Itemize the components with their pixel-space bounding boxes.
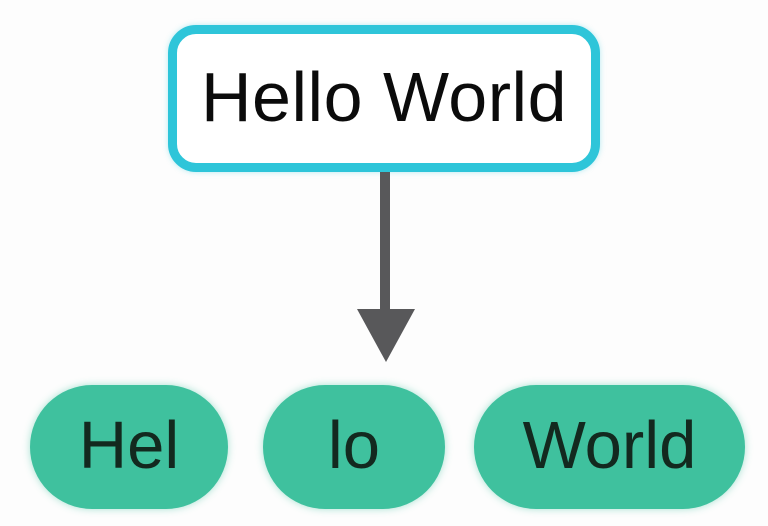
root-node-hello-world: Hello World (168, 25, 600, 172)
root-node-label: Hello World (201, 57, 567, 136)
child-node-label: World (522, 407, 697, 483)
child-node-hel: Hel (30, 385, 228, 509)
child-node-lo: lo (263, 385, 445, 509)
arrow-down-stem (380, 172, 390, 312)
child-node-label: Hel (78, 407, 180, 483)
child-node-world: World (474, 385, 745, 509)
arrow-down-head-icon (357, 309, 415, 362)
child-node-label: lo (327, 407, 381, 483)
